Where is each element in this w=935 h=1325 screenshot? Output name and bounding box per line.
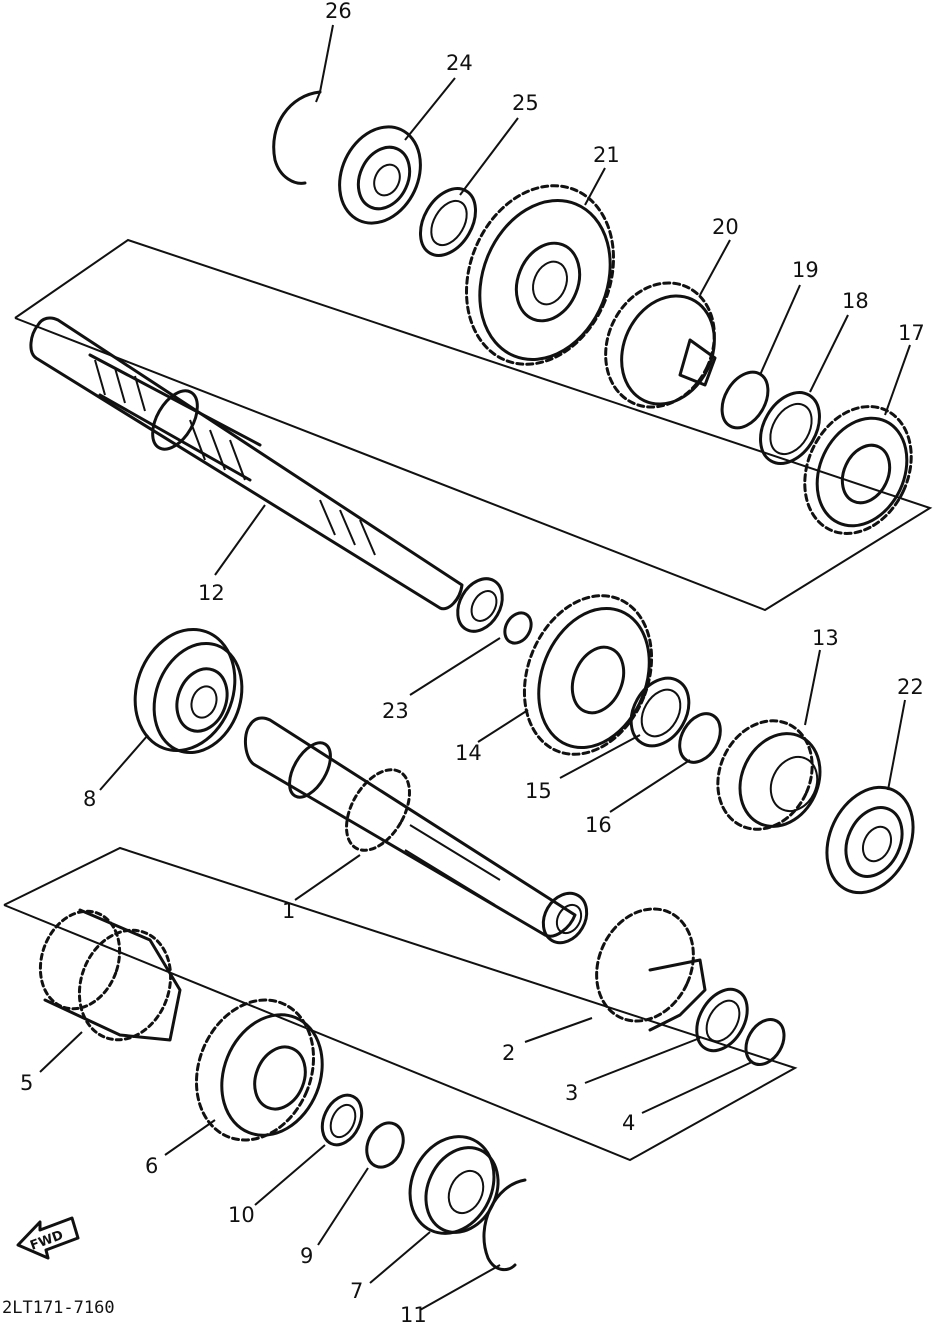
label-6: 6 (145, 1154, 158, 1178)
label-4: 4 (622, 1111, 635, 1135)
part-20-gear (604, 281, 717, 409)
part-21-gear (465, 184, 615, 366)
part-22-bearing (825, 785, 915, 895)
label-26: 26 (325, 0, 352, 23)
label-16: 16 (585, 813, 612, 837)
part-13-gear (716, 719, 822, 831)
label-8: 8 (83, 787, 96, 811)
label-3: 3 (565, 1081, 578, 1105)
label-24: 24 (446, 51, 473, 75)
part-10-washer (320, 1093, 364, 1147)
part-1-main-axle (243, 716, 589, 945)
part-23-collar (503, 611, 533, 645)
part-5-double-gear (38, 908, 182, 1042)
part-6-gear (194, 998, 324, 1142)
part-19-circlip (720, 370, 770, 430)
label-19: 19 (792, 258, 819, 282)
label-12: 12 (198, 581, 225, 605)
part-26-circlip (272, 90, 322, 185)
label-1: 1 (282, 899, 295, 923)
part-labels: 26 24 25 21 20 19 18 17 12 23 14 13 22 8… (20, 0, 925, 1325)
part-18-washer (759, 391, 821, 465)
part-16-circlip (678, 712, 722, 764)
figure-code: 2LT171-7160 (2, 1298, 115, 1318)
label-5: 5 (20, 1071, 33, 1095)
part-25-washer (419, 187, 477, 257)
part-14-gear (522, 594, 654, 756)
part-24-bearing (338, 125, 422, 225)
label-22: 22 (897, 675, 924, 699)
label-10: 10 (228, 1203, 255, 1227)
part-11-circlip (482, 1178, 527, 1272)
upper-group-outline (14, 238, 933, 612)
label-25: 25 (512, 91, 539, 115)
part-9-circlip (365, 1121, 405, 1169)
label-23: 23 (382, 699, 409, 723)
part-7-bearing (408, 1135, 500, 1235)
label-13: 13 (812, 626, 839, 650)
part-3-washer (695, 987, 749, 1053)
part-4-circlip (744, 1018, 786, 1066)
label-11: 11 (400, 1303, 427, 1325)
part-17-gear (803, 405, 913, 535)
label-15: 15 (525, 779, 552, 803)
label-9: 9 (300, 1244, 313, 1268)
lower-group-outline (3, 846, 798, 1162)
leader-lines (39, 24, 911, 1311)
label-17: 17 (898, 321, 925, 345)
label-21: 21 (593, 143, 620, 167)
part-15-washer (629, 676, 691, 748)
part-2-gear (595, 907, 707, 1032)
label-2: 2 (502, 1041, 515, 1065)
part-12-drive-axle (29, 316, 504, 633)
label-14: 14 (455, 741, 482, 765)
part-8-bearing (133, 627, 244, 755)
label-18: 18 (842, 289, 869, 313)
label-7: 7 (350, 1279, 363, 1303)
forward-arrow-icon: FWD (16, 1216, 80, 1260)
label-20: 20 (712, 215, 739, 239)
